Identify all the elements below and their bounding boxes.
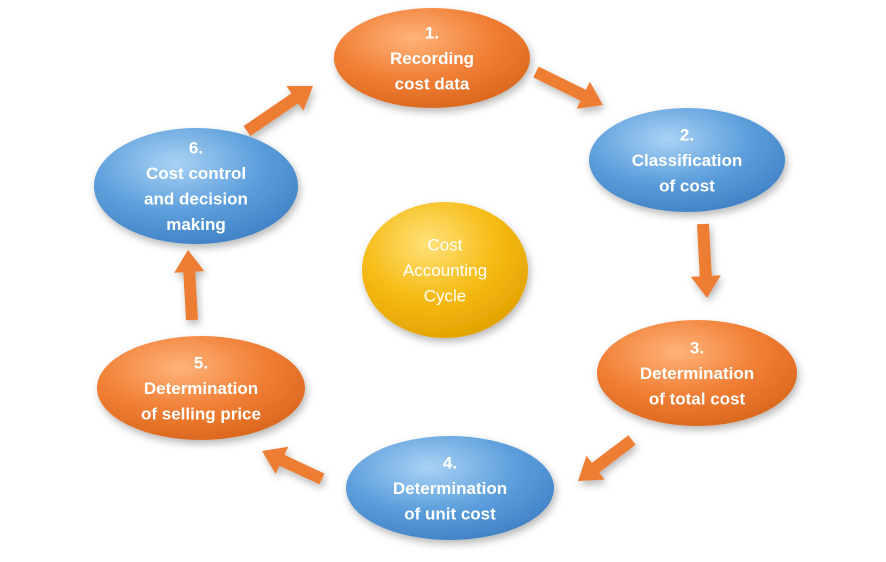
- arrow-6-to-1: [243, 86, 313, 136]
- step-3-node-label-line-2: Determination: [640, 364, 754, 383]
- center-node-ellipse: [362, 202, 528, 338]
- arrow-1-to-2: [533, 66, 603, 109]
- step-4-node-label-line-3: of unit cost: [404, 505, 496, 524]
- step-6-node-ellipse: [94, 128, 298, 244]
- step-5-node-ellipse: [97, 336, 305, 440]
- nodes-group: 1. Recording cost data 2. Classification of c…: [94, 8, 797, 540]
- center-node-label-line-1: Cost: [428, 235, 463, 254]
- step-4-node-label-line-2: Determination: [393, 479, 507, 498]
- center-node-label-line-3: Cycle: [424, 286, 467, 305]
- step-1-node-label-line-3: cost data: [395, 75, 470, 94]
- step-5-node-label-line-1: 5.: [194, 353, 208, 372]
- step-2-node-ellipse: [589, 108, 785, 212]
- step-6-node-label-line-3: and decision: [144, 190, 248, 209]
- arrows-group: [174, 66, 721, 485]
- step-5-node-label-line-3: of selling price: [141, 404, 261, 423]
- step-4-node-label-line-1: 4.: [443, 453, 457, 472]
- step-4-node-ellipse: [346, 436, 554, 540]
- arrow-4-to-5: [262, 446, 325, 485]
- step-1-node: 1. Recording cost data: [334, 8, 530, 108]
- step-2-node-label-line-3: of cost: [659, 176, 715, 195]
- step-1-node-label-line-1: 1.: [425, 24, 439, 43]
- step-5-node-label-line-2: Determination: [144, 379, 258, 398]
- step-1-node-ellipse: [334, 8, 530, 108]
- arrow-2-to-3: [690, 223, 721, 298]
- step-3-node: 3. Determination of total cost: [597, 320, 797, 426]
- step-6-node-label-line-4: making: [166, 215, 226, 234]
- step-4-node: 4. Determination of unit cost: [346, 436, 554, 540]
- arrow-5-to-6: [174, 250, 205, 321]
- step-6-node-label-line-2: Cost control: [146, 164, 246, 183]
- arrow-3-to-4: [578, 435, 636, 481]
- step-2-node: 2. Classification of cost: [589, 108, 785, 212]
- step-6-node: 6. Cost control and decision making: [94, 128, 298, 244]
- step-3-node-label-line-1: 3.: [690, 338, 704, 357]
- step-2-node-label-line-2: Classification: [632, 151, 743, 170]
- center-node-label-line-2: Accounting: [403, 261, 487, 280]
- step-5-node: 5. Determination of selling price: [97, 336, 305, 440]
- step-6-node-label-line-1: 6.: [189, 139, 203, 158]
- step-1-node-label-line-2: Recording: [390, 49, 474, 68]
- step-3-node-ellipse: [597, 320, 797, 426]
- step-3-node-label-line-3: of total cost: [649, 389, 746, 408]
- step-2-node-label-line-1: 2.: [680, 125, 694, 144]
